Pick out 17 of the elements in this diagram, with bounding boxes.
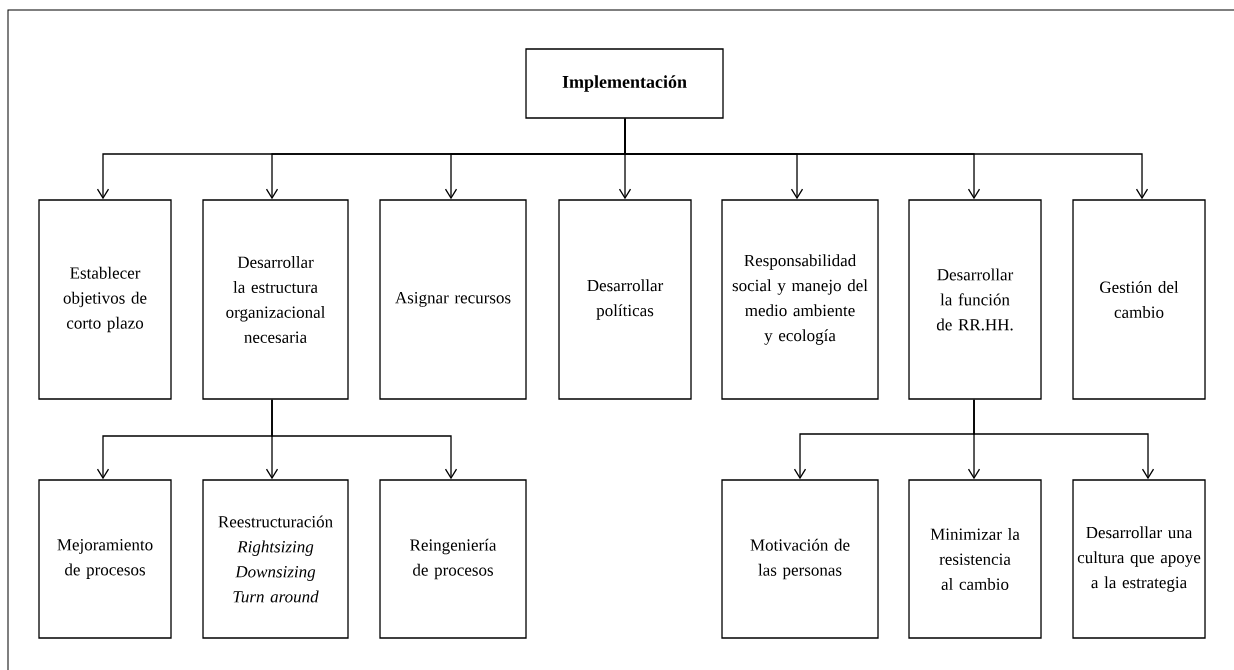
text-box: Responsabilidad social y manejo del medio ambiente y ecología <box>721 199 879 400</box>
arrow <box>271 399 458 480</box>
text-box: Mejoramiento de procesos <box>38 479 172 639</box>
text-box: Reestructuración Rightsizing Downsizing Turn around <box>202 479 349 639</box>
text-box: Reingeniería de procesos <box>379 479 527 639</box>
text-box: Desarrollar una cultura que apoye a la estrategia <box>1072 479 1206 639</box>
title-box: Implementación <box>525 48 724 119</box>
text-box: Gestión del cambio <box>1072 199 1206 400</box>
text-box: Motivación de las personas <box>721 479 879 639</box>
text-box: Asignar recursos <box>379 199 527 400</box>
text-box: Desarrollar la función de RR.HH. <box>908 199 1042 400</box>
arrow <box>624 118 1149 200</box>
text-box: Desarrollar la estructura organizacional necesaria <box>202 199 349 400</box>
text-box: Desarrollar políticas <box>558 199 692 400</box>
text-box: Establecer objetivos de corto plazo <box>38 199 172 400</box>
arrow <box>973 399 1155 480</box>
text-box: Minimizar la resistencia al cambio <box>908 479 1042 639</box>
